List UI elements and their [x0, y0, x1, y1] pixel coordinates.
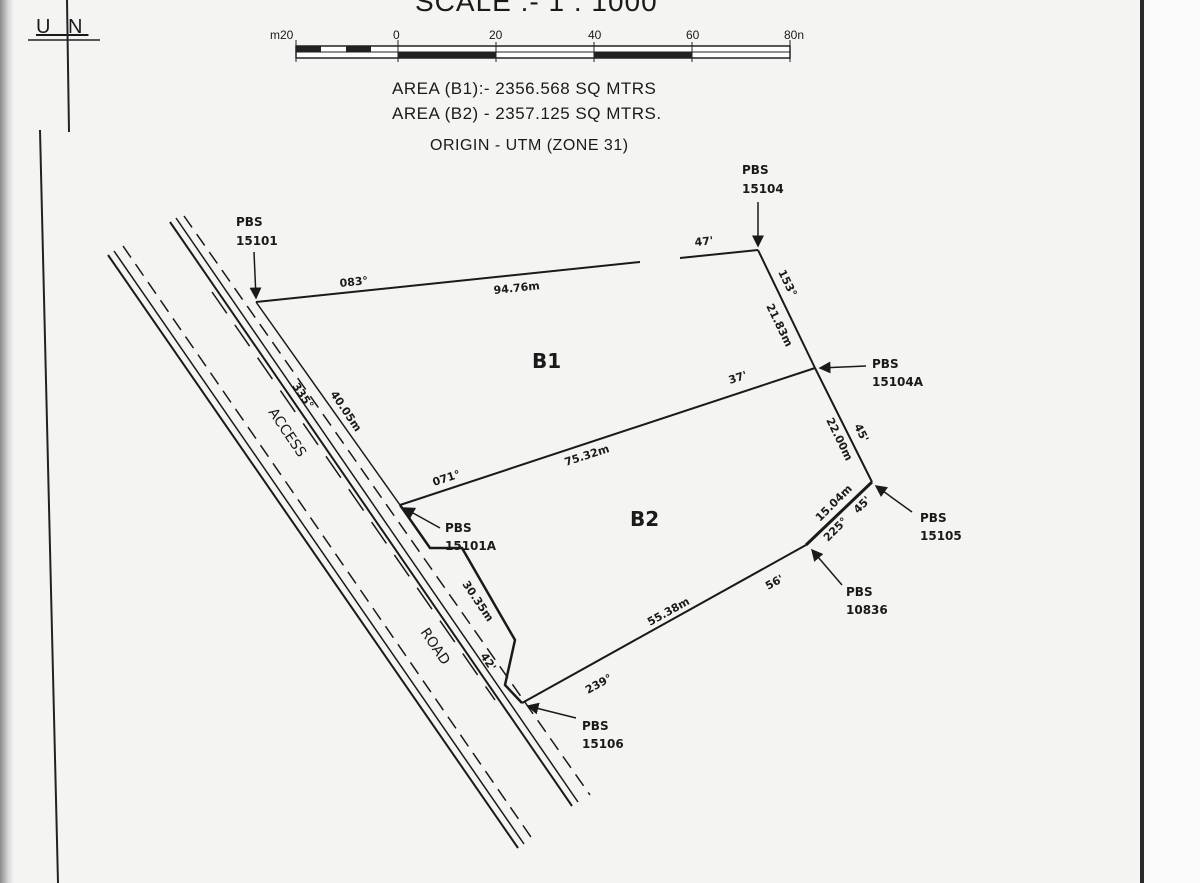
scale-tick-label: 60: [686, 28, 700, 42]
beacon-pbs: PBS: [236, 215, 263, 229]
scale-tick-label: 0: [393, 28, 400, 42]
beacon-id: 10836: [846, 603, 888, 617]
scale-title: SCALE :- 1 : 1000: [415, 0, 658, 17]
beacon-pbs: PBS: [445, 521, 472, 535]
beacon-pbs: PBS: [582, 719, 609, 733]
beacon-pbs: PBS: [742, 163, 769, 177]
frame-right-border: [1140, 0, 1144, 883]
origin-label: ORIGIN - UTM (ZONE 31): [430, 137, 629, 154]
bearing-label: 239°: [583, 671, 614, 696]
parcel-label-b1: B1: [532, 349, 561, 373]
beacon-id: 15101A: [445, 539, 497, 553]
beacon-pbs: PBS: [846, 585, 873, 599]
scale-bar: [295, 40, 791, 62]
scale-tick-label: m20: [270, 28, 294, 42]
beacon-id: 15104A: [872, 375, 924, 389]
frame-right-margin: [1144, 0, 1200, 883]
bearing-label: 335°: [290, 380, 317, 411]
beacon-id: 15105: [920, 529, 962, 543]
distance-label: 21.83m: [763, 302, 795, 349]
beacon-id: 15101: [236, 234, 278, 248]
bearing-label: 47': [694, 234, 714, 249]
access-road: [107, 215, 591, 849]
scale-tick-label: 40: [588, 28, 602, 42]
distance-label: 94.76m: [493, 279, 540, 297]
beacon-id: 15104: [742, 182, 784, 196]
beacon-pbs: PBS: [920, 511, 947, 525]
scan-edge-shadow: [0, 0, 14, 883]
north-label: U N: [36, 16, 89, 38]
beacon-leaders: [249, 202, 913, 719]
bearing-label: 42': [478, 650, 499, 673]
parcel-boundaries: [255, 249, 874, 704]
scale-tick-label: 80n: [784, 28, 805, 42]
bearing-label: 083°: [339, 274, 369, 290]
frame-left-border: [28, 0, 100, 883]
bearing-label: 56': [763, 572, 786, 592]
distance-label: 75.32m: [563, 442, 611, 469]
bearing-label: 45': [851, 422, 871, 444]
beacon-pbs: PBS: [872, 357, 899, 371]
beacon-id: 15106: [582, 737, 624, 751]
parcel-label-b2: B2: [630, 507, 659, 531]
area-b2-label: AREA (B2) - 2357.125 SQ MTRS.: [392, 104, 662, 123]
scale-tick-label: 20: [489, 28, 503, 42]
area-b1-label: AREA (B1):- 2356.568 SQ MTRS: [392, 79, 657, 98]
bearing-label: 37': [727, 369, 749, 387]
